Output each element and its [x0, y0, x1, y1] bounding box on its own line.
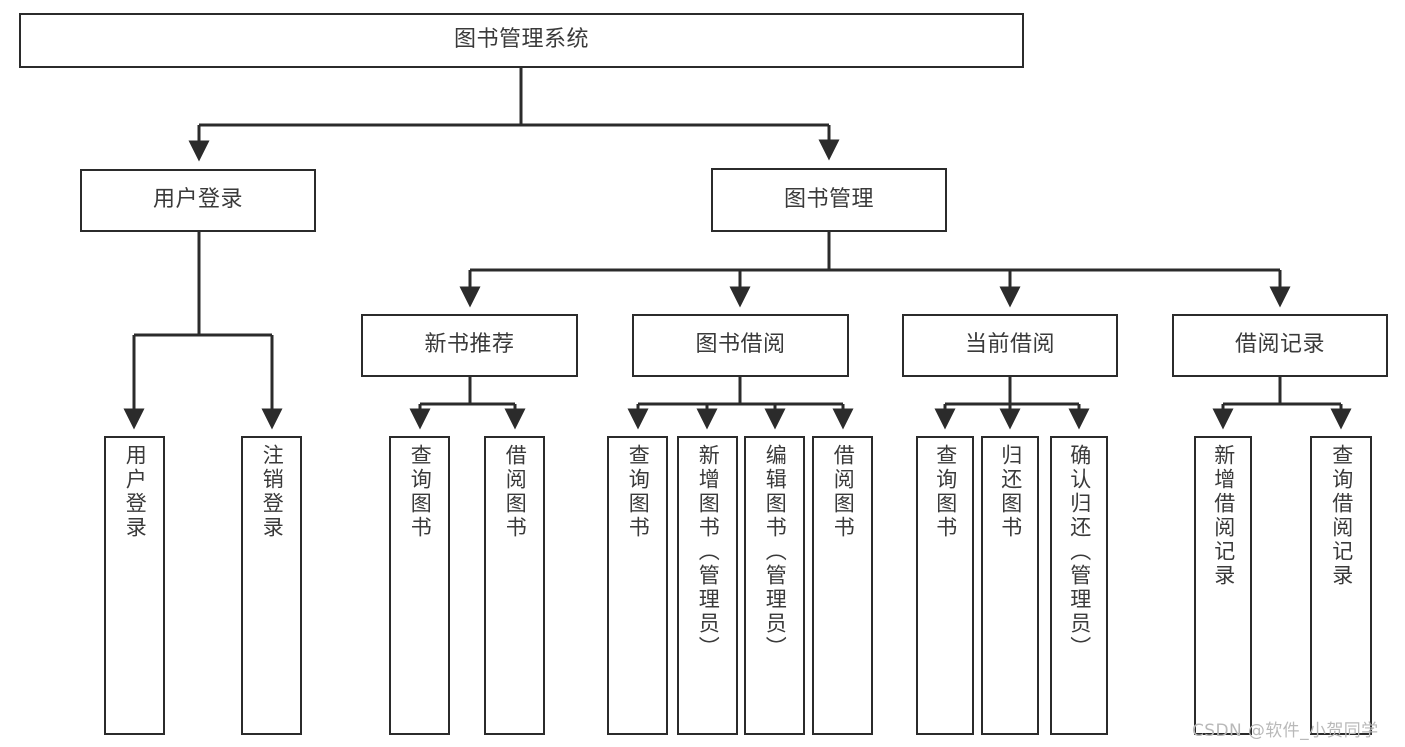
node-user-login[interactable]: 用户登录 [80, 169, 316, 232]
node-leaf-borrow-query-label: 查询图书 [626, 444, 651, 540]
node-leaf-rec-query-label: 查询图书 [408, 444, 433, 540]
node-leaf-rec-search[interactable]: 查询借阅记录 [1310, 436, 1372, 735]
node-leaf-borrow-edit-label: 编辑图书（管理员） [763, 444, 788, 660]
node-leaf-borrow-add[interactable]: 新增图书（管理员） [677, 436, 738, 735]
node-leaf-user-login-label: 用户登录 [123, 444, 148, 540]
node-book-manage[interactable]: 图书管理 [711, 168, 947, 232]
node-leaf-cur-confirm-label: 确认归还（管理员） [1067, 444, 1092, 660]
node-root-label: 图书管理系统 [453, 27, 589, 53]
node-leaf-rec-search-label: 查询借阅记录 [1329, 444, 1354, 588]
watermark-csdn: CSDN @软件_小贺同学 [1192, 721, 1379, 741]
node-leaf-borrow-lend[interactable]: 借阅图书 [812, 436, 873, 735]
node-current-borrow[interactable]: 当前借阅 [902, 314, 1118, 377]
node-book-borrow[interactable]: 图书借阅 [632, 314, 849, 377]
node-leaf-borrow-add-label: 新增图书（管理员） [696, 444, 721, 660]
node-root[interactable]: 图书管理系统 [19, 13, 1024, 68]
node-leaf-rec-add[interactable]: 新增借阅记录 [1194, 436, 1252, 735]
node-borrow-record-label: 借阅记录 [1234, 332, 1325, 358]
node-user-login-label: 用户登录 [152, 187, 243, 213]
node-leaf-user-login[interactable]: 用户登录 [104, 436, 165, 735]
node-leaf-borrow-lend-label: 借阅图书 [831, 444, 856, 540]
node-new-book-rec-label: 新书推荐 [424, 332, 515, 358]
node-leaf-user-logout-label: 注销登录 [260, 444, 285, 540]
node-new-book-rec[interactable]: 新书推荐 [361, 314, 578, 377]
node-book-borrow-label: 图书借阅 [695, 332, 786, 358]
node-leaf-borrow-query[interactable]: 查询图书 [607, 436, 668, 735]
node-leaf-cur-return[interactable]: 归还图书 [981, 436, 1039, 735]
node-leaf-cur-query-label: 查询图书 [933, 444, 958, 540]
node-leaf-rec-borrow[interactable]: 借阅图书 [484, 436, 545, 735]
node-leaf-cur-return-label: 归还图书 [998, 444, 1023, 540]
node-leaf-rec-borrow-label: 借阅图书 [503, 444, 528, 540]
node-leaf-rec-query[interactable]: 查询图书 [389, 436, 450, 735]
node-leaf-cur-confirm[interactable]: 确认归还（管理员） [1050, 436, 1108, 735]
node-leaf-cur-query[interactable]: 查询图书 [916, 436, 974, 735]
node-leaf-user-logout[interactable]: 注销登录 [241, 436, 302, 735]
node-leaf-rec-add-label: 新增借阅记录 [1211, 444, 1236, 588]
node-book-manage-label: 图书管理 [783, 186, 874, 212]
node-borrow-record[interactable]: 借阅记录 [1172, 314, 1388, 377]
node-current-borrow-label: 当前借阅 [964, 332, 1055, 358]
node-leaf-borrow-edit[interactable]: 编辑图书（管理员） [744, 436, 805, 735]
